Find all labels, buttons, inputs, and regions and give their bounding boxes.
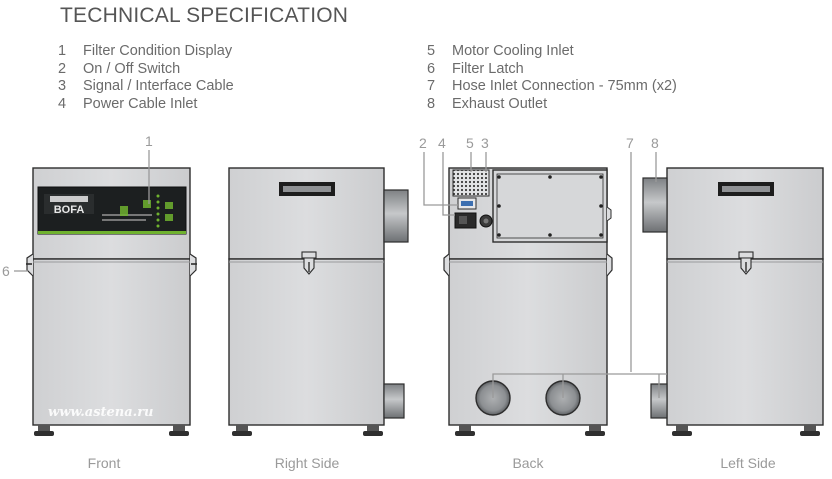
front-lower-body [32,258,191,426]
spec-item-number: 4 [58,95,67,112]
spec-item-number: 2 [58,60,67,77]
right-side-view [228,167,409,436]
spec-item-number: 5 [427,43,436,59]
callout-5: 5 [466,135,474,151]
panel-logo: BOFA [54,204,85,216]
spec-list-left: 1 Filter Condition Display 2 On / Off Switc… [58,43,234,113]
view-label-front: Front [87,455,121,471]
spec-item: 8 Exhaust Outlet [427,96,677,114]
watermark: www.astena.ru [48,405,154,420]
spec-item-label: Exhaust Outlet [452,95,548,112]
spec-item-label: Power Cable Inlet [83,95,198,112]
spec-item-number: 6 [427,60,436,77]
left-side-filter-latch [738,251,754,275]
spec-item-number: 3 [58,78,67,94]
spec-item-label: Filter Latch [452,60,524,77]
back-view [443,167,613,436]
callout-4: 4 [438,135,446,151]
view-label-left-side: Left Side [720,455,776,471]
spec-item: 2 On / Off Switch [58,61,234,79]
front-view: BOFA www.astena.ru [26,167,197,436]
spec-item: 6 Filter Latch [427,61,677,79]
left-side-exhaust-outlet [642,177,668,233]
callout-8: 8 [651,135,659,151]
front-left-filter-latch [26,253,34,277]
back-access-panel [492,169,608,243]
spec-item-label: On / Off Switch [83,60,181,77]
right-side-filter-latch [301,251,317,275]
spec-item-label: Filter Condition Display [83,43,233,59]
right-side-hose-inlet [383,383,405,419]
right-side-exhaust-outlet [383,189,409,243]
callouts [14,150,667,398]
spec-item-label: Signal / Interface Cable [83,78,234,94]
spec-item: 3 Signal / Interface Cable [58,78,234,96]
left-side-view [642,167,824,436]
spec-item-number: 7 [427,78,436,94]
page-title: TECHNICAL SPECIFICATION [60,4,349,27]
callout-3: 3 [481,135,489,151]
callout-1: 1 [145,133,153,149]
spec-item: 7 Hose Inlet Connection - 75mm (x2) [427,78,677,96]
callout-2: 2 [419,135,427,151]
callout-7: 7 [626,135,634,151]
spec-item-label: Hose Inlet Connection - 75mm (x2) [452,78,677,94]
view-label-back: Back [512,455,544,471]
on-off-switch [120,206,128,216]
spec-item: 5 Motor Cooling Inlet [427,43,677,61]
spec-list-right: 5 Motor Cooling Inlet 6 Filter Latch 7 Hose I… [427,43,677,113]
view-label-right-side: Right Side [274,455,340,471]
spec-item: 1 Filter Condition Display [58,43,234,61]
spec-item: 4 Power Cable Inlet [58,96,234,114]
spec-item-label: Motor Cooling Inlet [452,43,574,59]
spec-item-number: 1 [58,43,67,59]
motor-cooling-inlet [452,169,490,197]
callout-6: 6 [2,263,10,279]
spec-item-number: 8 [427,95,436,112]
